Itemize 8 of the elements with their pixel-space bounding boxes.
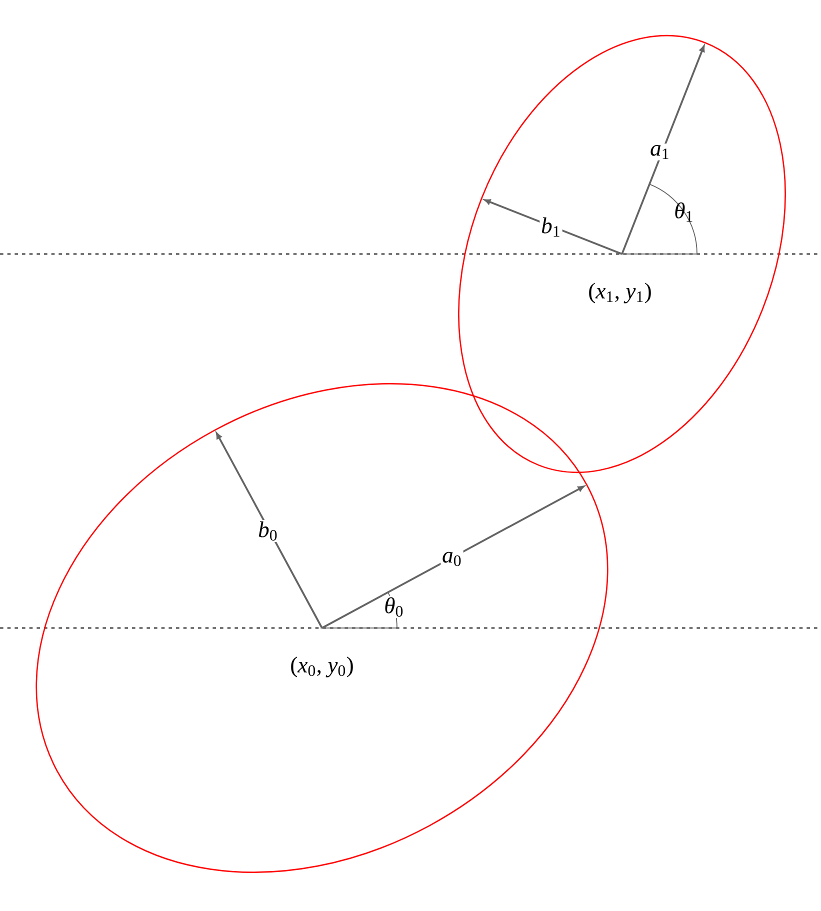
angle-label: θ$_{1}$ bbox=[675, 202, 692, 222]
point-label: (x$_{1}$, y$_{1}$) bbox=[589, 282, 651, 304]
axis-label: a$_{0}$ bbox=[440, 550, 464, 568]
point-label: (x$_{0}$, y$_{0}$) bbox=[291, 656, 353, 678]
axis-label: b$_{0}$ bbox=[256, 520, 280, 542]
angle-label: θ$_{0}$ bbox=[382, 596, 406, 618]
axis-label: b$_{1}$ bbox=[540, 216, 562, 238]
axis-label: a$_{1}$ bbox=[648, 144, 672, 160]
